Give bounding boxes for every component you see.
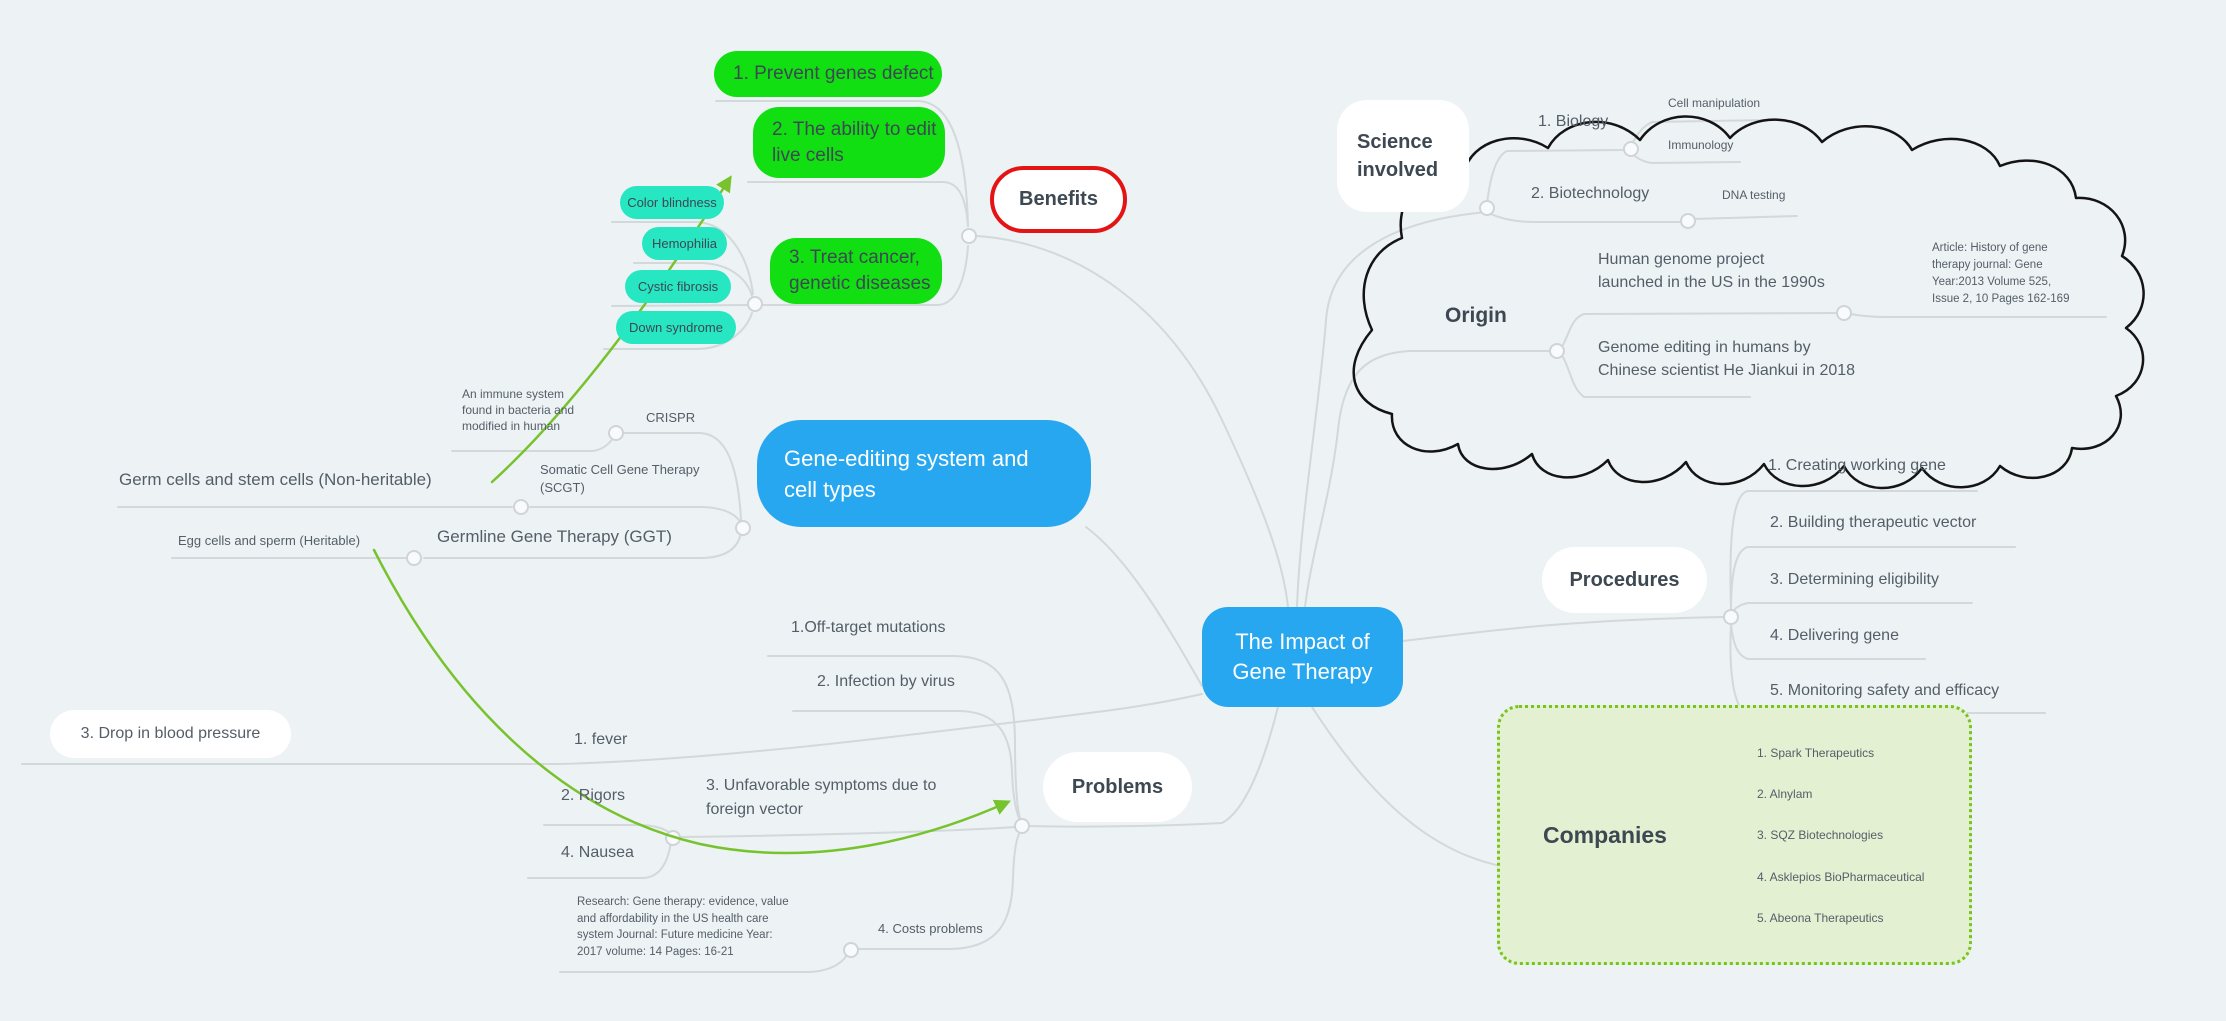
- disease-label: Color blindness: [627, 195, 717, 210]
- topic-egg-cells[interactable]: Egg cells and sperm (Heritable): [178, 533, 361, 548]
- disease-label: Hemophilia: [651, 236, 718, 251]
- topic-procedures-label: Procedures: [1569, 568, 1680, 591]
- topic-procedure-2[interactable]: 2. Building therapeutic vector: [1770, 514, 1977, 531]
- topic-disease-down-syndrome[interactable]: Down syndrome: [616, 311, 736, 344]
- arrow-eggcells-to-problems: [372, 548, 1011, 855]
- topic-benefit-1[interactable]: 1. Prevent genes defect: [714, 51, 942, 97]
- topic-benefit-2-label: 2. The ability to edit live cells: [772, 118, 937, 166]
- companies-boundary-box: [1497, 705, 1972, 965]
- topic-disease-cystic-fibrosis[interactable]: Cystic fibrosis: [625, 270, 731, 303]
- topic-nausea[interactable]: 4. Nausea: [561, 844, 634, 861]
- topic-disease-hemophilia[interactable]: Hemophilia: [642, 227, 727, 260]
- topic-cell-manipulation[interactable]: Cell manipulation: [1668, 96, 1761, 110]
- topic-company-4[interactable]: 4. Asklepios BioPharmaceutical: [1757, 870, 1925, 884]
- topic-benefit-2[interactable]: 2. The ability to edit live cells: [753, 107, 945, 178]
- topic-company-1[interactable]: 1. Spark Therapeutics: [1757, 746, 1875, 760]
- topic-company-5[interactable]: 5. Abeona Therapeutics: [1757, 911, 1884, 925]
- central-topic[interactable]: The Impact of Gene Therapy: [1202, 607, 1403, 707]
- topic-procedure-4[interactable]: 4. Delivering gene: [1770, 627, 1899, 644]
- topic-company-3[interactable]: 3. SQZ Biotechnologies: [1757, 828, 1884, 842]
- topic-gene-editing[interactable]: Gene-editing system and cell types: [757, 420, 1091, 527]
- topic-benefit-1-label: 1. Prevent genes defect: [733, 63, 934, 84]
- topic-gene-editing-label: Gene-editing system and cell types: [784, 445, 1029, 502]
- topic-origin[interactable]: Origin: [1445, 304, 1507, 327]
- topic-human-genome-project[interactable]: Human genome project launched in the US …: [1598, 251, 1825, 291]
- topic-benefit-3[interactable]: 3. Treat cancer, genetic diseases: [770, 238, 942, 304]
- topic-rigors[interactable]: 2. Rigors: [561, 787, 626, 804]
- note-costs-research[interactable]: Research: Gene therapy: evidence, value …: [577, 896, 789, 958]
- topic-infection[interactable]: 2. Infection by virus: [817, 673, 955, 690]
- topic-fever[interactable]: 1. fever: [574, 731, 628, 748]
- topic-benefits[interactable]: Benefits: [990, 166, 1127, 233]
- disease-label: Down syndrome: [629, 320, 723, 335]
- topic-crispr[interactable]: CRISPR: [646, 410, 696, 425]
- topic-costs[interactable]: 4. Costs problems: [878, 921, 983, 936]
- topic-problems[interactable]: Problems: [1043, 752, 1192, 822]
- topic-company-2[interactable]: 2. Alnylam: [1757, 787, 1813, 801]
- topic-off-target[interactable]: 1.Off-target mutations: [791, 619, 946, 636]
- topic-genome-editing-2018[interactable]: Genome editing in humans by Chinese scie…: [1598, 339, 1856, 379]
- topic-procedure-3[interactable]: 3. Determining eligibility: [1770, 571, 1939, 588]
- topic-procedures[interactable]: Procedures: [1542, 547, 1707, 613]
- topic-immunology[interactable]: Immunology: [1668, 138, 1734, 152]
- topic-benefits-label: Benefits: [1019, 188, 1098, 210]
- topic-dna-testing[interactable]: DNA testing: [1722, 188, 1786, 202]
- central-topic-label: The Impact of Gene Therapy: [1232, 629, 1373, 684]
- topic-companies[interactable]: Companies: [1543, 822, 1667, 848]
- topic-science-involved-label: Science involved: [1357, 131, 1439, 181]
- topic-disease-color-blindness[interactable]: Color blindness: [620, 186, 724, 219]
- topic-procedure-5[interactable]: 5. Monitoring safety and efficacy: [1770, 682, 2000, 699]
- topic-ggt[interactable]: Germline Gene Therapy (GGT): [437, 527, 672, 546]
- origin-cloud-outline: [1352, 115, 2145, 490]
- disease-label: Cystic fibrosis: [637, 279, 719, 294]
- note-crispr-immune-system[interactable]: An immune system found in bacteria and m…: [462, 387, 575, 433]
- topic-biology[interactable]: 1. Biology: [1538, 113, 1609, 130]
- topic-drop-blood-pressure[interactable]: 3. Drop in blood pressure: [50, 710, 291, 758]
- topic-problems-label: Problems: [1071, 775, 1164, 798]
- topic-drop-blood-pressure-label: 3. Drop in blood pressure: [80, 725, 261, 742]
- note-origin-article[interactable]: Article: History of gene therapy journal…: [1932, 242, 2070, 305]
- topic-science-involved[interactable]: Science involved: [1337, 100, 1469, 212]
- topic-scgt[interactable]: Somatic Cell Gene Therapy (SCGT): [540, 462, 700, 495]
- topic-germ-cells[interactable]: Germ cells and stem cells (Non-heritable…: [119, 470, 432, 489]
- topic-unfavorable-symptoms[interactable]: 3. Unfavorable symptoms due to foreign v…: [706, 777, 937, 818]
- topic-procedure-1[interactable]: 1. Creating working gene: [1768, 457, 1946, 474]
- topic-benefit-3-label: 3. Treat cancer, genetic diseases: [789, 247, 931, 294]
- topic-biotechnology[interactable]: 2. Biotechnology: [1531, 185, 1650, 202]
